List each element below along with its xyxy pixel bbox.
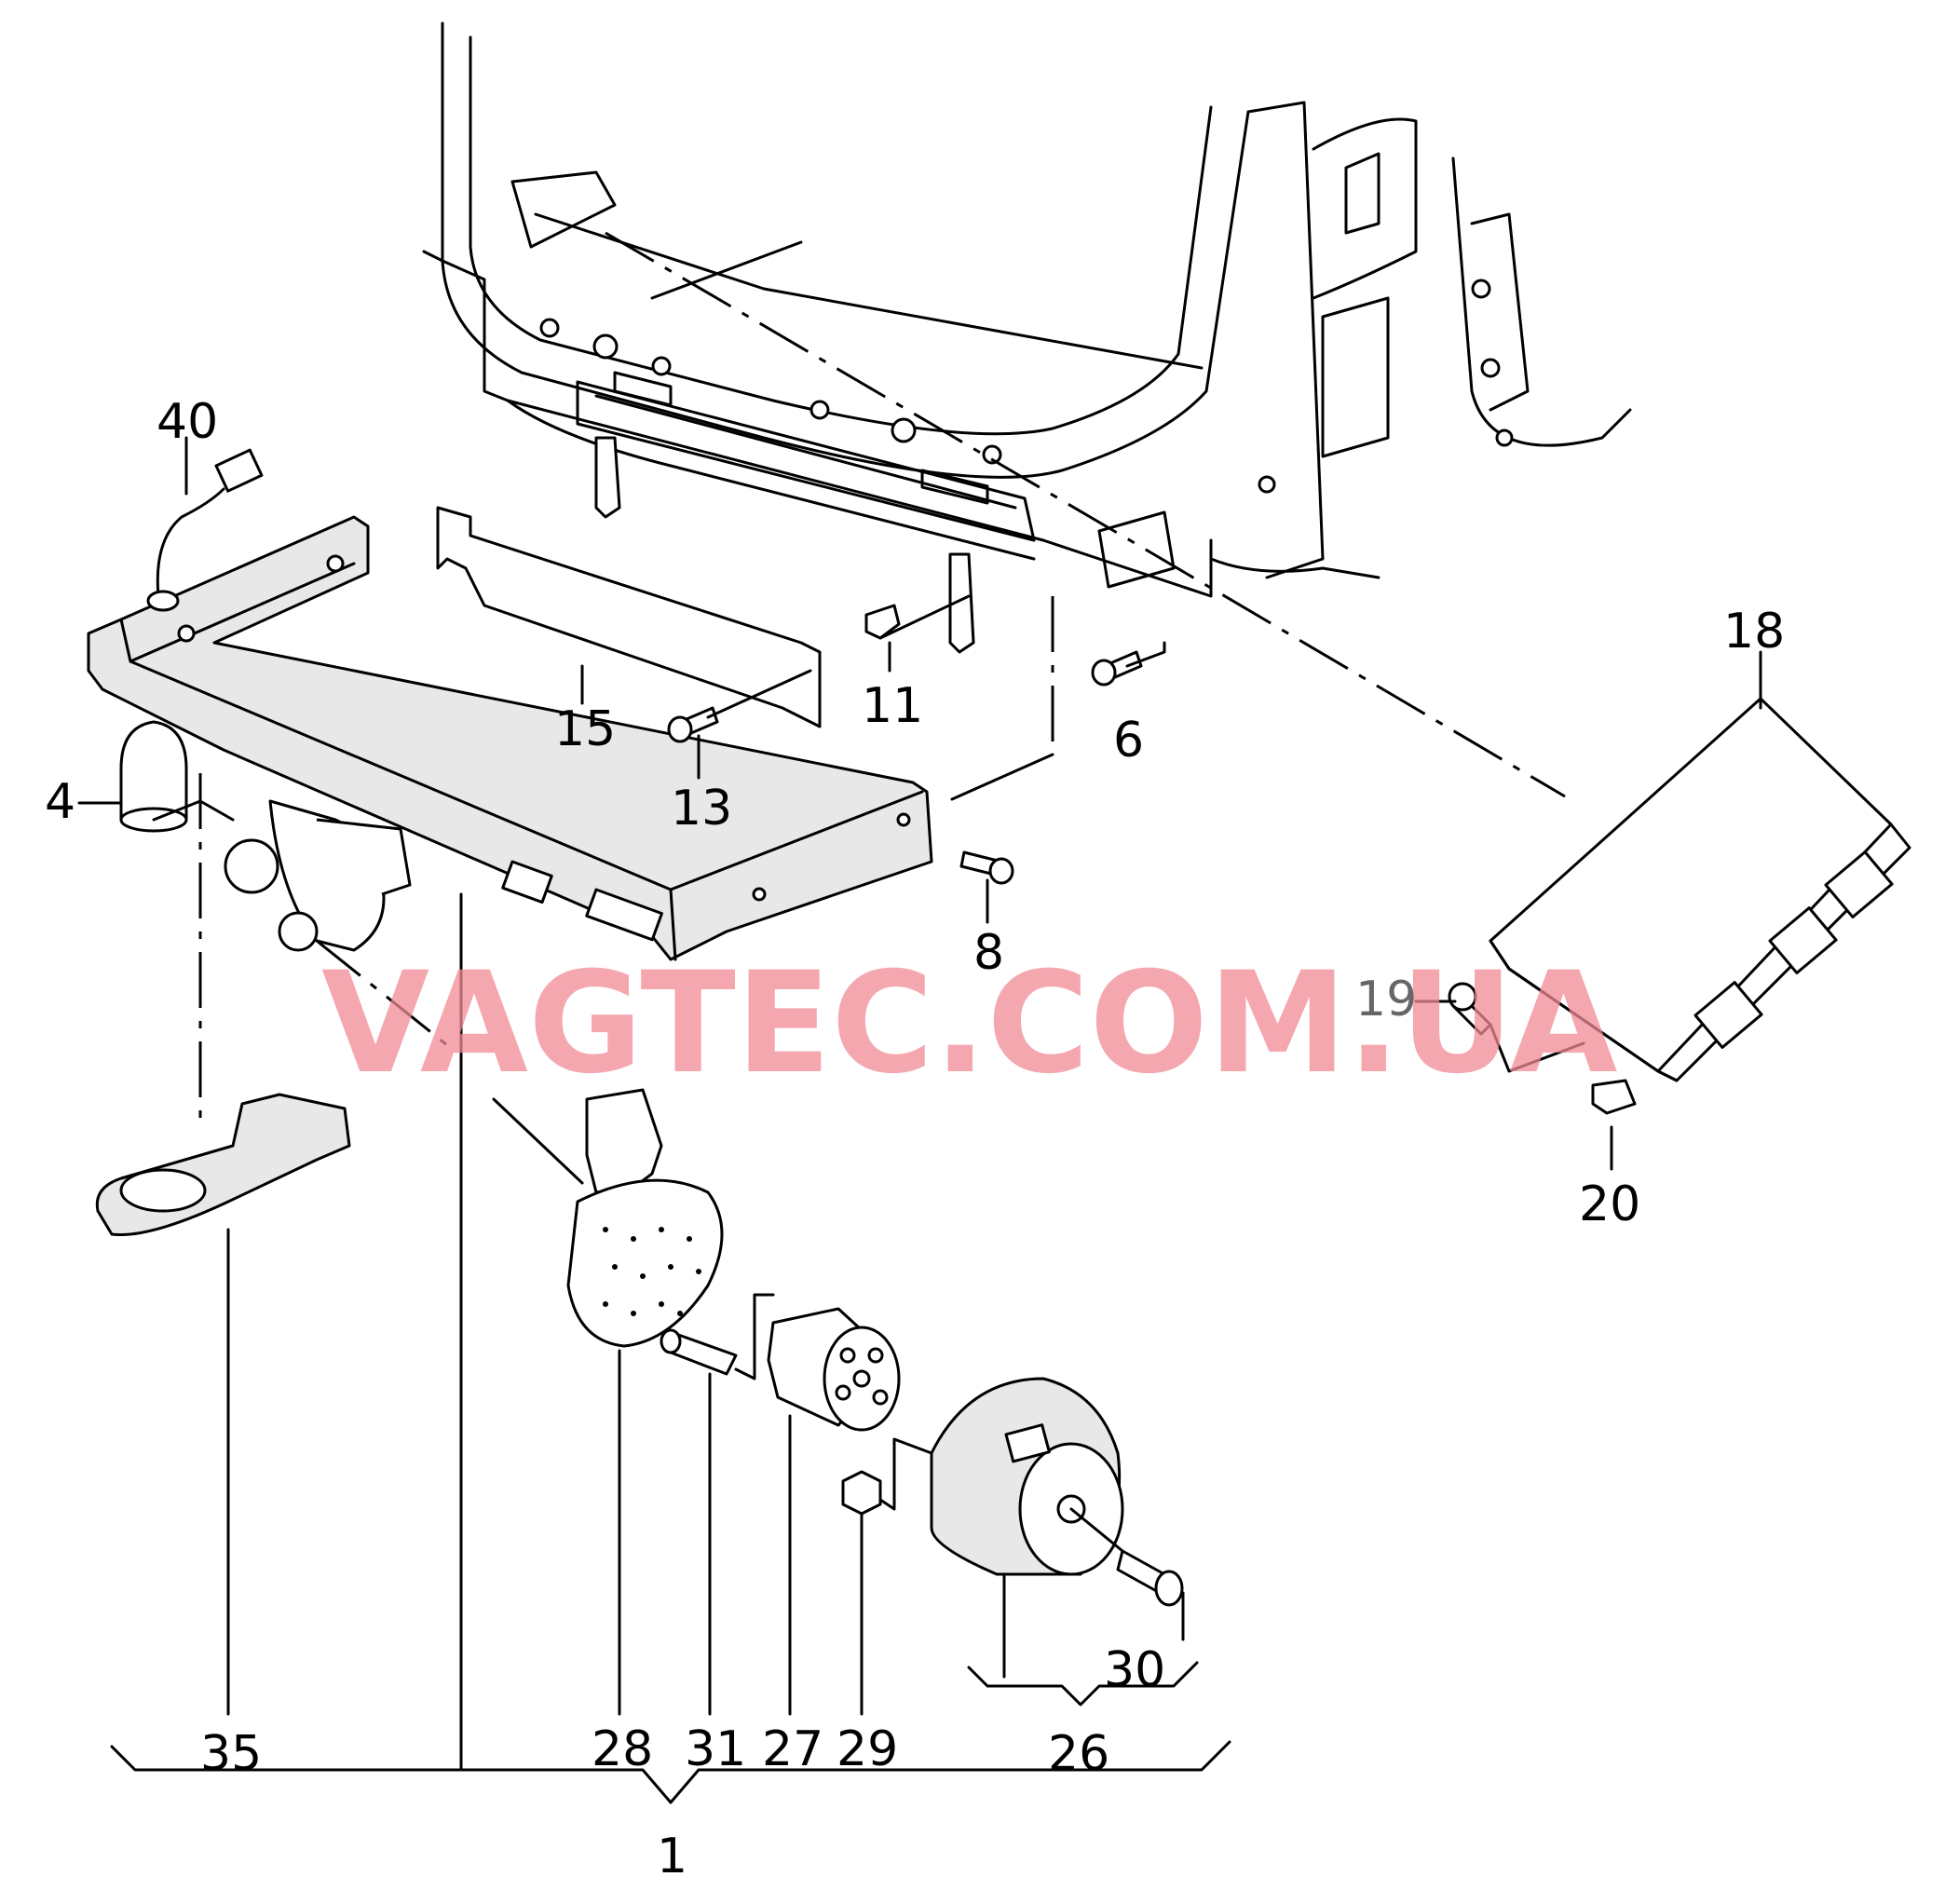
impact-plate bbox=[436, 506, 822, 728]
label-6: 6 bbox=[1113, 713, 1144, 768]
wiring-harness-40 bbox=[146, 448, 264, 612]
label-8: 8 bbox=[973, 925, 1004, 981]
nut-29 bbox=[841, 1470, 882, 1516]
label-19: 19 bbox=[1355, 972, 1417, 1027]
label-28: 28 bbox=[592, 1721, 653, 1777]
screw-6 bbox=[1091, 650, 1143, 687]
seal-28 bbox=[566, 1088, 724, 1348]
clip-11 bbox=[864, 604, 901, 640]
label-4: 4 bbox=[45, 774, 75, 830]
leader-lines bbox=[77, 436, 1762, 1804]
label-13: 13 bbox=[671, 781, 732, 836]
label-30: 30 bbox=[1104, 1642, 1165, 1698]
label-11: 11 bbox=[862, 678, 923, 734]
clip-20 bbox=[1591, 1079, 1637, 1115]
label-15: 15 bbox=[554, 701, 616, 757]
pin-31 bbox=[660, 1328, 738, 1376]
tow-bar-carrier bbox=[87, 515, 933, 961]
control-unit-18 bbox=[1489, 697, 1911, 1082]
screw-30 bbox=[1116, 1549, 1184, 1607]
tow-ball bbox=[224, 799, 412, 952]
label-20: 20 bbox=[1579, 1176, 1640, 1232]
part-number-labels: 40 4 15 13 11 6 8 18 19 20 30 26 35 28 3… bbox=[45, 394, 1785, 1884]
label-31: 31 bbox=[685, 1721, 746, 1777]
label-27: 27 bbox=[762, 1721, 823, 1777]
screw-13 bbox=[667, 706, 719, 743]
label-35: 35 bbox=[200, 1726, 262, 1782]
label-40: 40 bbox=[156, 394, 218, 450]
connector-body-27 bbox=[767, 1307, 901, 1432]
holder-35 bbox=[95, 1093, 351, 1237]
assembly-guide-lines bbox=[198, 231, 1566, 1118]
socket-26 bbox=[930, 1377, 1124, 1576]
label-18: 18 bbox=[1723, 604, 1785, 660]
screw-8 bbox=[959, 850, 1014, 885]
label-26: 26 bbox=[1048, 1726, 1109, 1782]
rear-body-panel bbox=[422, 21, 1632, 654]
label-1: 1 bbox=[657, 1829, 687, 1884]
cap-4 bbox=[119, 720, 188, 833]
watermark: VAGTEC.COM.UA bbox=[321, 943, 1617, 1105]
label-29: 29 bbox=[836, 1721, 898, 1777]
screw-19 bbox=[1448, 982, 1492, 1036]
